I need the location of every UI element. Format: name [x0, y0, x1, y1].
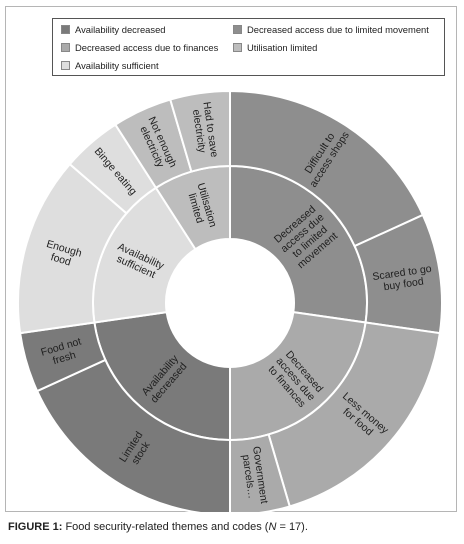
legend-item-utilisation-limited: Utilisation limited [233, 42, 317, 53]
legend-label: Decreased access due to limited movement [247, 24, 429, 35]
chart-legend: Availability decreased Decreased access … [52, 18, 445, 76]
legend-label: Decreased access due to finances [75, 42, 219, 53]
legend-label: Availability sufficient [75, 60, 159, 71]
legend-swatch [61, 25, 70, 34]
legend-item-availability-decreased: Availability decreased [61, 24, 166, 35]
figure-caption: FIGURE 1: Food security-related themes a… [8, 521, 308, 533]
legend-swatch [61, 43, 70, 52]
code-label-had-to-save-electricity: Had to saveelectricity [189, 101, 220, 160]
caption-n-symbol: N [268, 521, 277, 533]
legend-item-finances: Decreased access due to finances [61, 42, 218, 53]
center-hole [167, 240, 293, 366]
caption-text-end: = 17). [276, 521, 308, 533]
legend-swatch [233, 25, 242, 34]
legend-item-availability-sufficient: Availability sufficient [61, 60, 159, 71]
legend-label: Availability decreased [75, 24, 166, 35]
legend-label: Utilisation limited [247, 42, 318, 53]
legend-swatch [233, 43, 242, 52]
legend-item-limited-movement: Decreased access due to limited movement [233, 24, 429, 35]
code-segment-had-to-save-electricity [169, 89, 231, 173]
caption-text: Food security-related themes and codes ( [62, 521, 269, 533]
legend-swatch [61, 61, 70, 70]
caption-label: FIGURE 1: [8, 521, 63, 533]
